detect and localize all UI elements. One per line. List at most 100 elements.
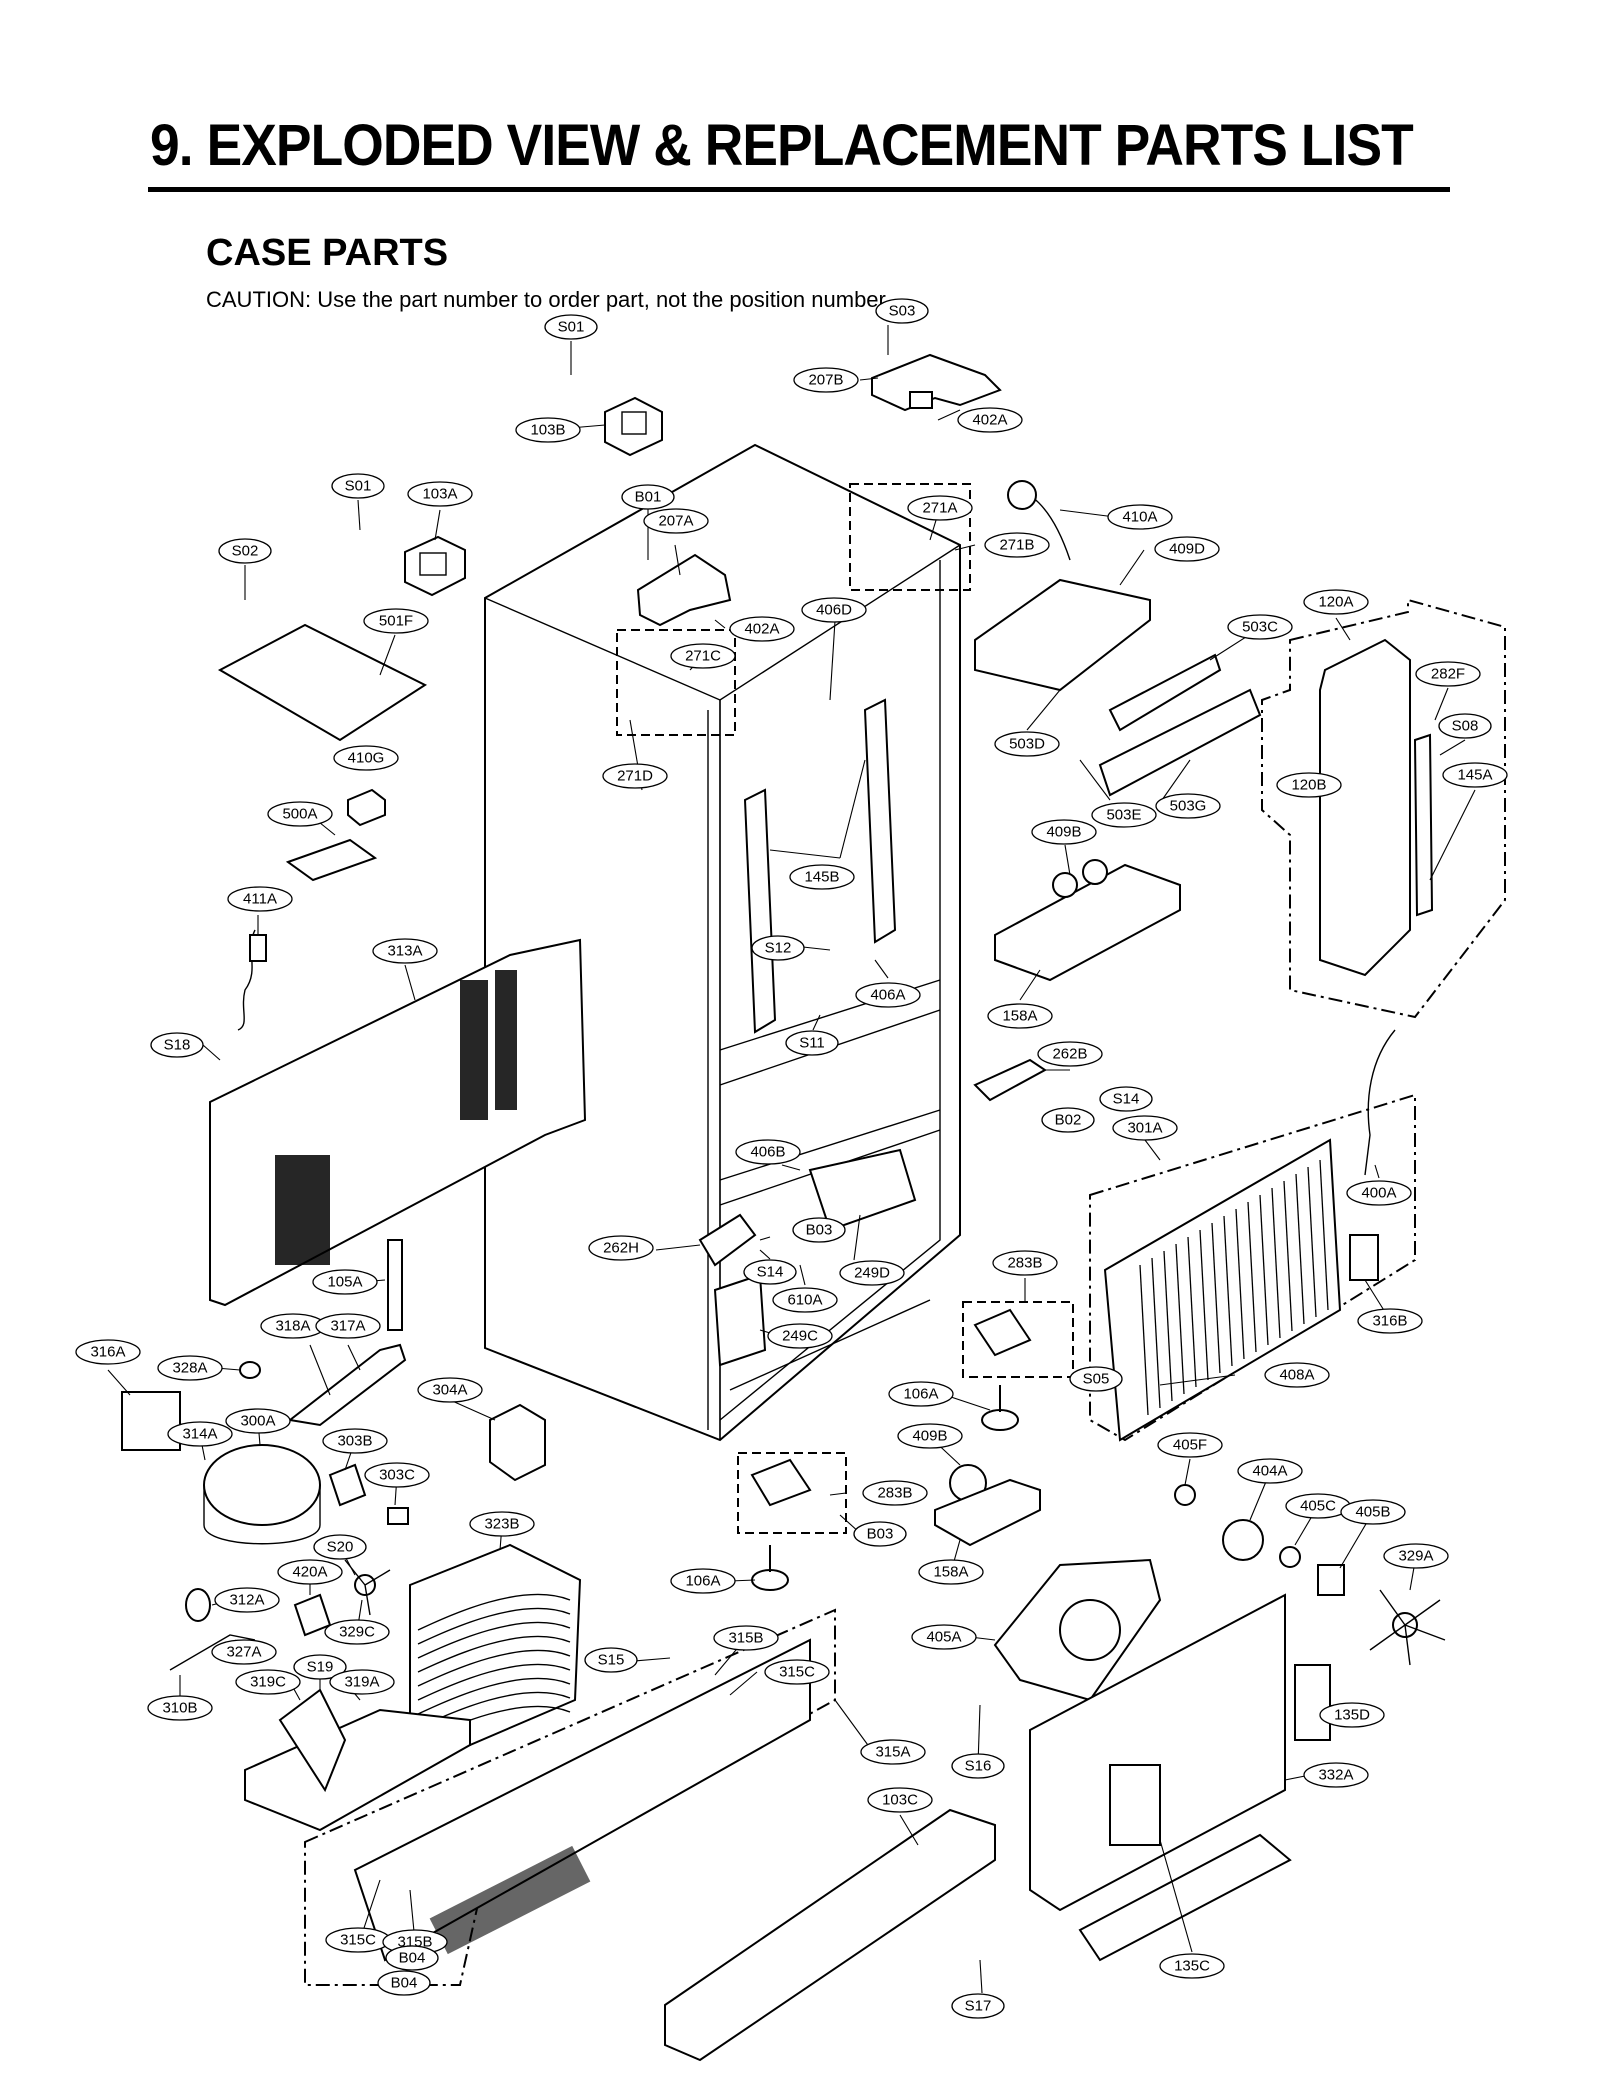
callout-283bb: 283B [862, 1480, 928, 1506]
callout-404a: 404A [1237, 1458, 1303, 1484]
tube-310b [169, 1634, 256, 1671]
callout-271c: 271C [670, 643, 736, 669]
callout-400a: 400A [1346, 1180, 1412, 1206]
callout-329c: 329C [324, 1619, 390, 1645]
lamp-socket-410a [1007, 480, 1037, 510]
condenser-coil [417, 1621, 571, 1659]
bracket-283b-lower [750, 1458, 812, 1507]
callout-text: 420A [292, 1564, 327, 1581]
condenser-coil [417, 1663, 571, 1701]
callout-327a: 327A [211, 1639, 277, 1665]
back-cover-313a [209, 938, 587, 1307]
callout-text: 207A [658, 513, 693, 530]
callout-304a: 304A [417, 1377, 483, 1403]
callout-text: S05 [1083, 1371, 1110, 1388]
callout-501f: 501F [363, 608, 429, 634]
callout-332a: 332A [1303, 1762, 1369, 1788]
fin [1187, 1236, 1197, 1388]
callout-402aa: 402A [957, 407, 1023, 433]
callout-314a: 314A [167, 1421, 233, 1447]
callout-105a: 105A [312, 1269, 378, 1295]
callout-328a: 328A [157, 1355, 223, 1381]
callout-text: 158A [1002, 1008, 1037, 1025]
pcb-cover-503e [1098, 688, 1262, 797]
relay-304a [489, 1403, 546, 1482]
callout-408a: 408A [1264, 1362, 1330, 1388]
callout-106aa: 106A [888, 1381, 954, 1407]
callout-411a: 411A [227, 886, 293, 912]
callout-271a: 271A [907, 495, 973, 521]
fan-329c [344, 1559, 391, 1616]
module-249c [713, 1273, 767, 1367]
grommet-405f [1174, 1484, 1196, 1506]
fin [1319, 1159, 1329, 1311]
callout-text: 103A [422, 486, 457, 503]
callout-text: 405A [926, 1629, 961, 1646]
hinge-cover-103a [404, 535, 466, 597]
callout-text: 411A [243, 891, 277, 908]
top-hinge-207b [871, 353, 1002, 412]
callout-text: S14 [1113, 1091, 1140, 1108]
callout-text: 409B [912, 1428, 947, 1445]
callout-text: B04 [399, 1950, 426, 1967]
grommet-328a [239, 1361, 261, 1379]
callout-283ba: 283B [992, 1250, 1058, 1276]
callout-text: 315C [779, 1664, 815, 1681]
callout-text: 316A [90, 1344, 125, 1361]
callout-text: 503D [1009, 736, 1045, 753]
callout-text: 404A [1252, 1463, 1287, 1480]
page-title: 9. EXPLODED VIEW & REPLACEMENT PARTS LIS… [150, 113, 1414, 178]
callout-text: B02 [1055, 1112, 1082, 1129]
callout-text: B01 [635, 489, 662, 506]
callout-106ab: 106A [670, 1568, 736, 1594]
callout-410g: 410G [333, 745, 399, 771]
overload-316a [121, 1391, 181, 1451]
callout-text: 120A [1318, 594, 1353, 611]
callout-text: 103B [530, 422, 565, 439]
caution-note: CAUTION: Use the part number to order pa… [206, 287, 891, 312]
callout-text: 501F [379, 613, 413, 630]
fin [1295, 1173, 1305, 1325]
callout-text: 304A [432, 1382, 467, 1399]
callout-103c: 103C [867, 1787, 933, 1813]
callout-text: 406B [750, 1144, 785, 1161]
lamp-cover-158a [994, 859, 1181, 982]
pcb-503c [1108, 653, 1222, 732]
drain-pan-319a [244, 1688, 471, 1832]
callout-120b: 120B [1276, 772, 1342, 798]
callout-text: 500A [282, 806, 317, 823]
condenser-coil [417, 1635, 571, 1673]
callout-319c: 319C [235, 1669, 301, 1695]
callout-text: 400A [1361, 1185, 1396, 1202]
callout-text: 329C [339, 1624, 375, 1641]
callout-text: 282F [1431, 666, 1465, 683]
callout-329a: 329A [1383, 1543, 1449, 1569]
condenser-323b [409, 1543, 582, 1747]
callout-text: 271D [617, 768, 653, 785]
callout-s15: S15 [584, 1647, 638, 1673]
callout-s14b: S14 [743, 1259, 797, 1285]
callout-303b: 303B [322, 1428, 388, 1454]
callout-text: 402A [744, 621, 779, 638]
callout-text: 301A [1127, 1120, 1162, 1137]
callout-409bb: 409B [897, 1423, 963, 1449]
lamp-cover-158a-lower [934, 1478, 1041, 1547]
callout-s05: S05 [1069, 1366, 1123, 1392]
callout-text: 303C [379, 1467, 415, 1484]
callout-b01: B01 [621, 484, 675, 510]
callout-319a: 319A [329, 1669, 395, 1695]
hinge-cover-103b [604, 396, 663, 457]
callout-text: 317A [330, 1318, 365, 1335]
insulation-135c [1109, 1764, 1161, 1846]
callout-text: S01 [558, 319, 585, 336]
condenser-coil [417, 1593, 571, 1631]
grommet-405c [1279, 1546, 1301, 1568]
callout-text: 503C [1242, 619, 1278, 636]
fin [1307, 1166, 1317, 1318]
callout-text: 145A [1457, 767, 1492, 784]
hinge-box-271b [849, 483, 971, 591]
callout-text: 323B [484, 1516, 519, 1533]
tube-105a [387, 1239, 403, 1331]
